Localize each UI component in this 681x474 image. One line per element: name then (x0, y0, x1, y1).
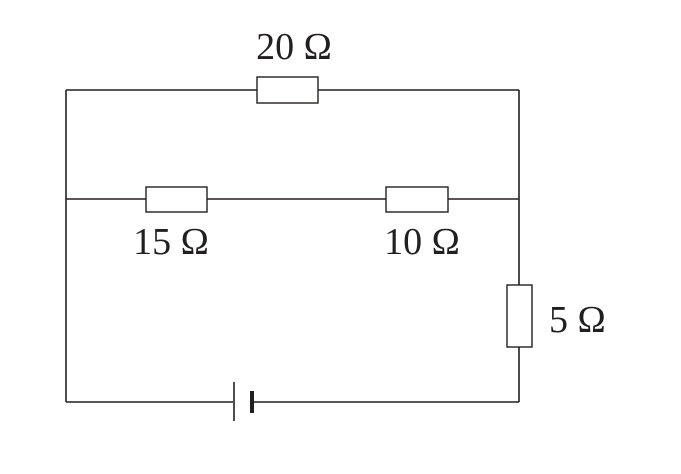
resistor-right-label: 5 Ω (549, 299, 606, 341)
resistor-top (256, 76, 319, 104)
resistor-middle-left (145, 186, 208, 213)
resistor-top-label: 20 Ω (256, 26, 332, 68)
resistor-middle-right (385, 186, 449, 213)
resistor-middle-left-label: 15 Ω (133, 221, 209, 263)
resistor-middle-right-label: 10 Ω (384, 221, 460, 263)
resistor-right (506, 284, 533, 348)
